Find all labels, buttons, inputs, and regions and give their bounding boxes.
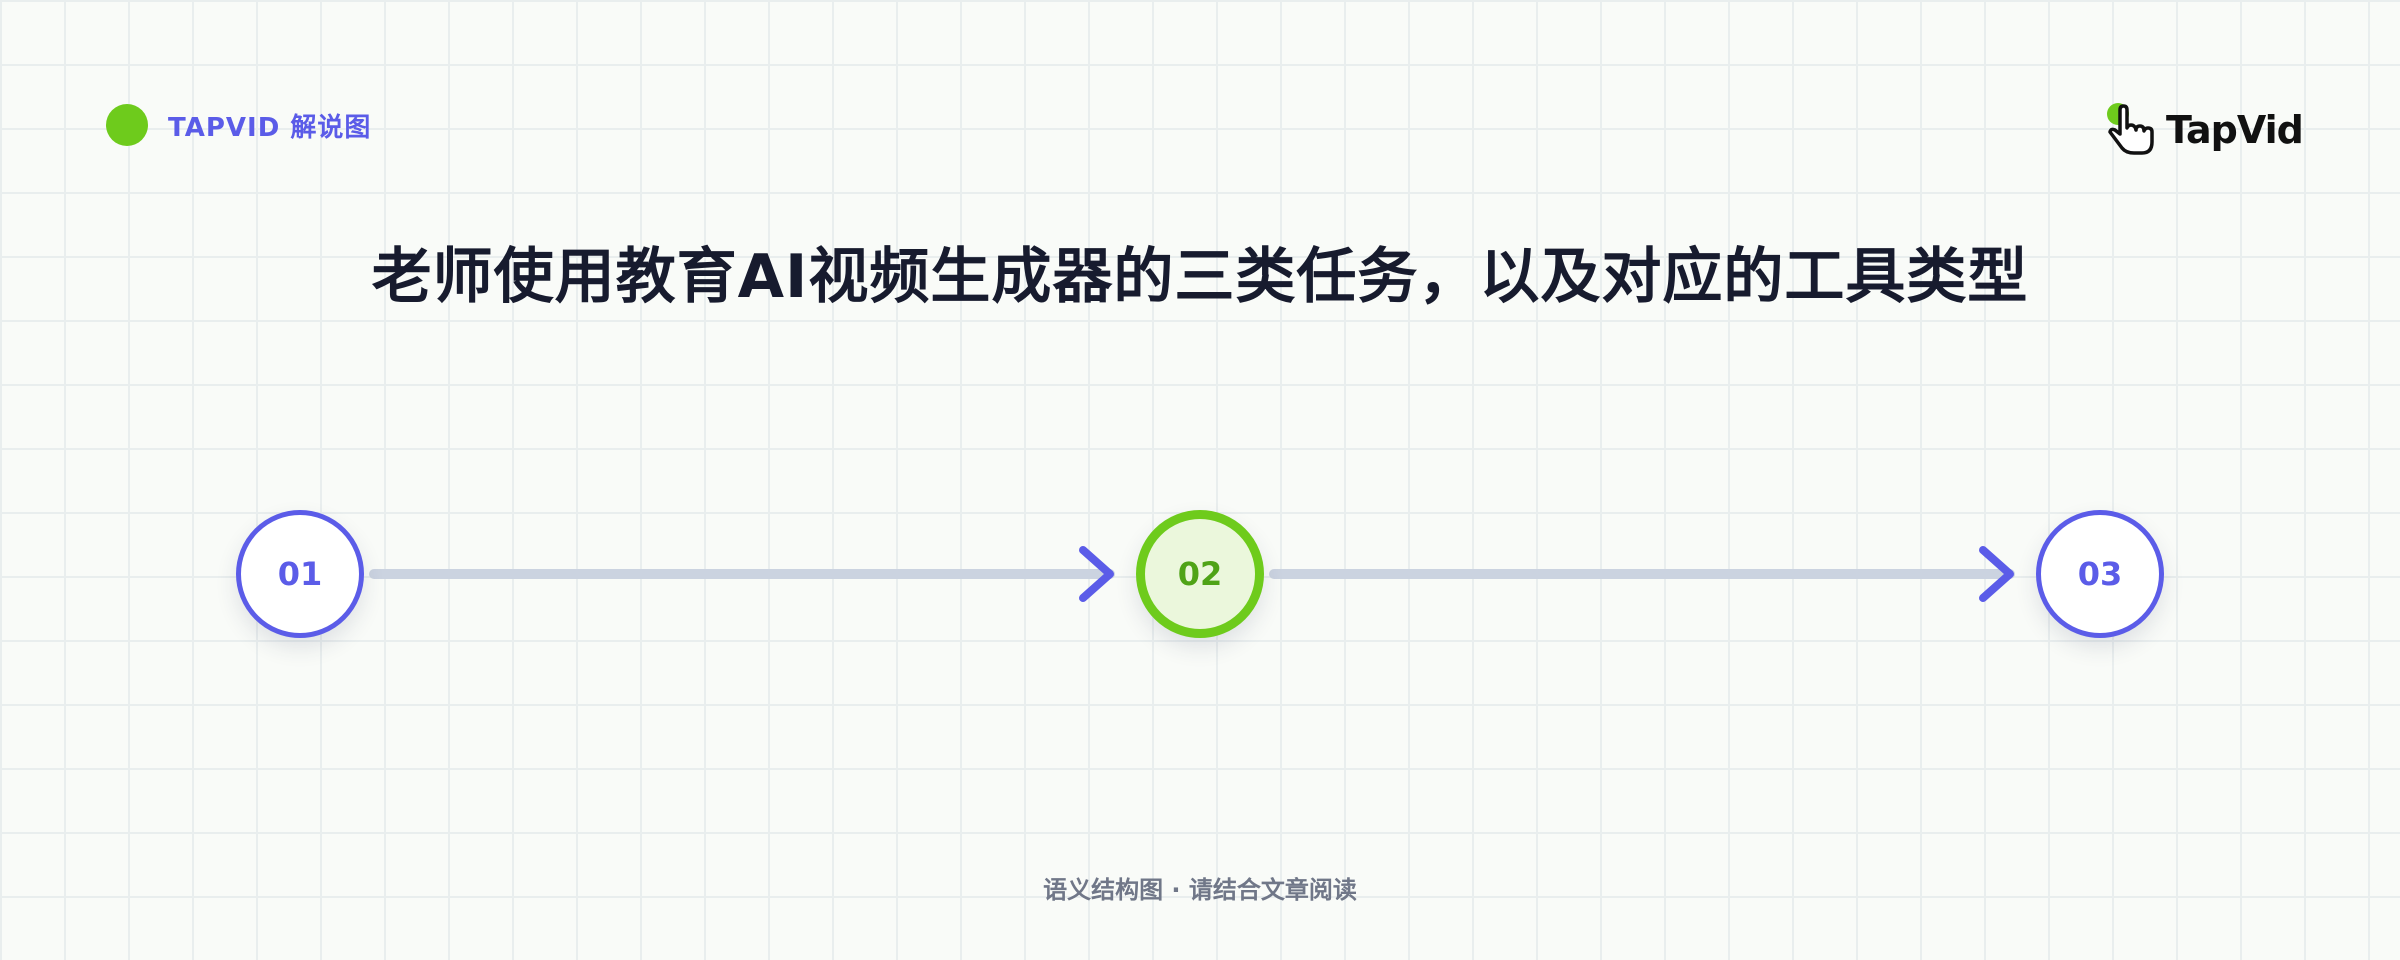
connector-1-2 [369,546,1115,602]
step-03: 03 [2036,510,2164,638]
tapvid-logo: TapVid [2104,100,2304,160]
connector-2-3 [1269,546,2015,602]
brand-tag-text: TAPVID 解说图 [168,112,372,143]
brand-dot [106,104,148,146]
page-title: 老师使用教育AI视频生成器的三类任务，以及对应的工具类型 [371,242,2029,312]
footer-note: 语义结构图 · 请结合文章阅读 [1043,876,1357,904]
arrowhead-icon [1079,546,1114,602]
step-01: 01 [236,510,364,638]
logo-text: TapVid [2166,108,2304,152]
brand-tag: TAPVID 解说图 [106,104,371,146]
hand-pointer-icon [2107,103,2154,155]
arrowhead-icon [1979,546,2014,602]
step-02: 02 [1136,510,1264,638]
